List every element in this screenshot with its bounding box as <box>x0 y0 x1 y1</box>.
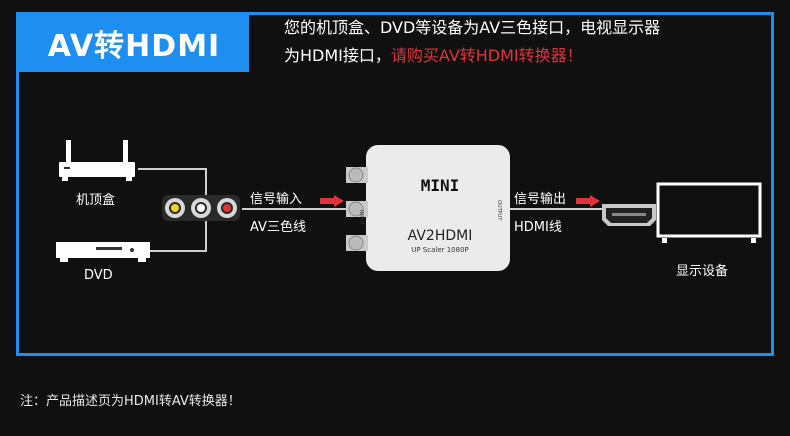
converter-box-icon <box>346 145 510 271</box>
converter-subtitle: UP Scaler 1080P <box>411 246 469 254</box>
diagram-frame <box>16 12 774 356</box>
output-arrow-icon <box>576 195 600 207</box>
dvd-label: DVD <box>84 268 113 283</box>
connector-line <box>508 208 606 210</box>
rca-plugs-icon <box>162 195 240 221</box>
dvd-player-icon <box>56 242 150 262</box>
page-title: AV转HDMI <box>47 29 221 64</box>
hdmi-plug-icon <box>602 204 656 226</box>
input-cable-label: AV三色线 <box>250 220 306 235</box>
display-device-label: 显示设备 <box>676 264 729 279</box>
converter-model: AV2HDMI <box>407 228 473 244</box>
connector-line <box>242 208 354 210</box>
output-signal-label: 信号输出 <box>514 192 567 207</box>
settop-box-icon <box>59 140 135 181</box>
settop-box-label: 机顶盒 <box>76 193 116 208</box>
connector-line <box>150 250 206 252</box>
title-badge: AV转HDMI <box>19 14 249 72</box>
input-arrow-icon <box>320 195 344 207</box>
converter-input-port-label: INPUT <box>358 210 364 225</box>
input-signal-label: 信号输入 <box>250 192 303 207</box>
header-text: 您的机顶盒、DVD等设备为AV三色接口，电视显示器 为HDMI接口，请购买AV转… <box>284 14 764 70</box>
connector-line <box>138 168 206 170</box>
header-line-2-highlight: 请购买AV转HDMI转换器！ <box>390 46 583 65</box>
footer-note: 注：产品描述页为HDMI转AV转换器！ <box>20 394 241 409</box>
output-cable-label: HDMI线 <box>514 220 562 235</box>
converter-brand: MINI <box>420 176 460 195</box>
converter-output-port-label: OUTPUT <box>496 200 502 221</box>
header-line-2-prefix: 为HDMI接口， <box>284 46 391 65</box>
header-line-2: 为HDMI接口，请购买AV转HDMI转换器！ <box>284 42 764 70</box>
header-line-1: 您的机顶盒、DVD等设备为AV三色接口，电视显示器 <box>284 18 661 37</box>
monitor-icon <box>656 182 762 243</box>
